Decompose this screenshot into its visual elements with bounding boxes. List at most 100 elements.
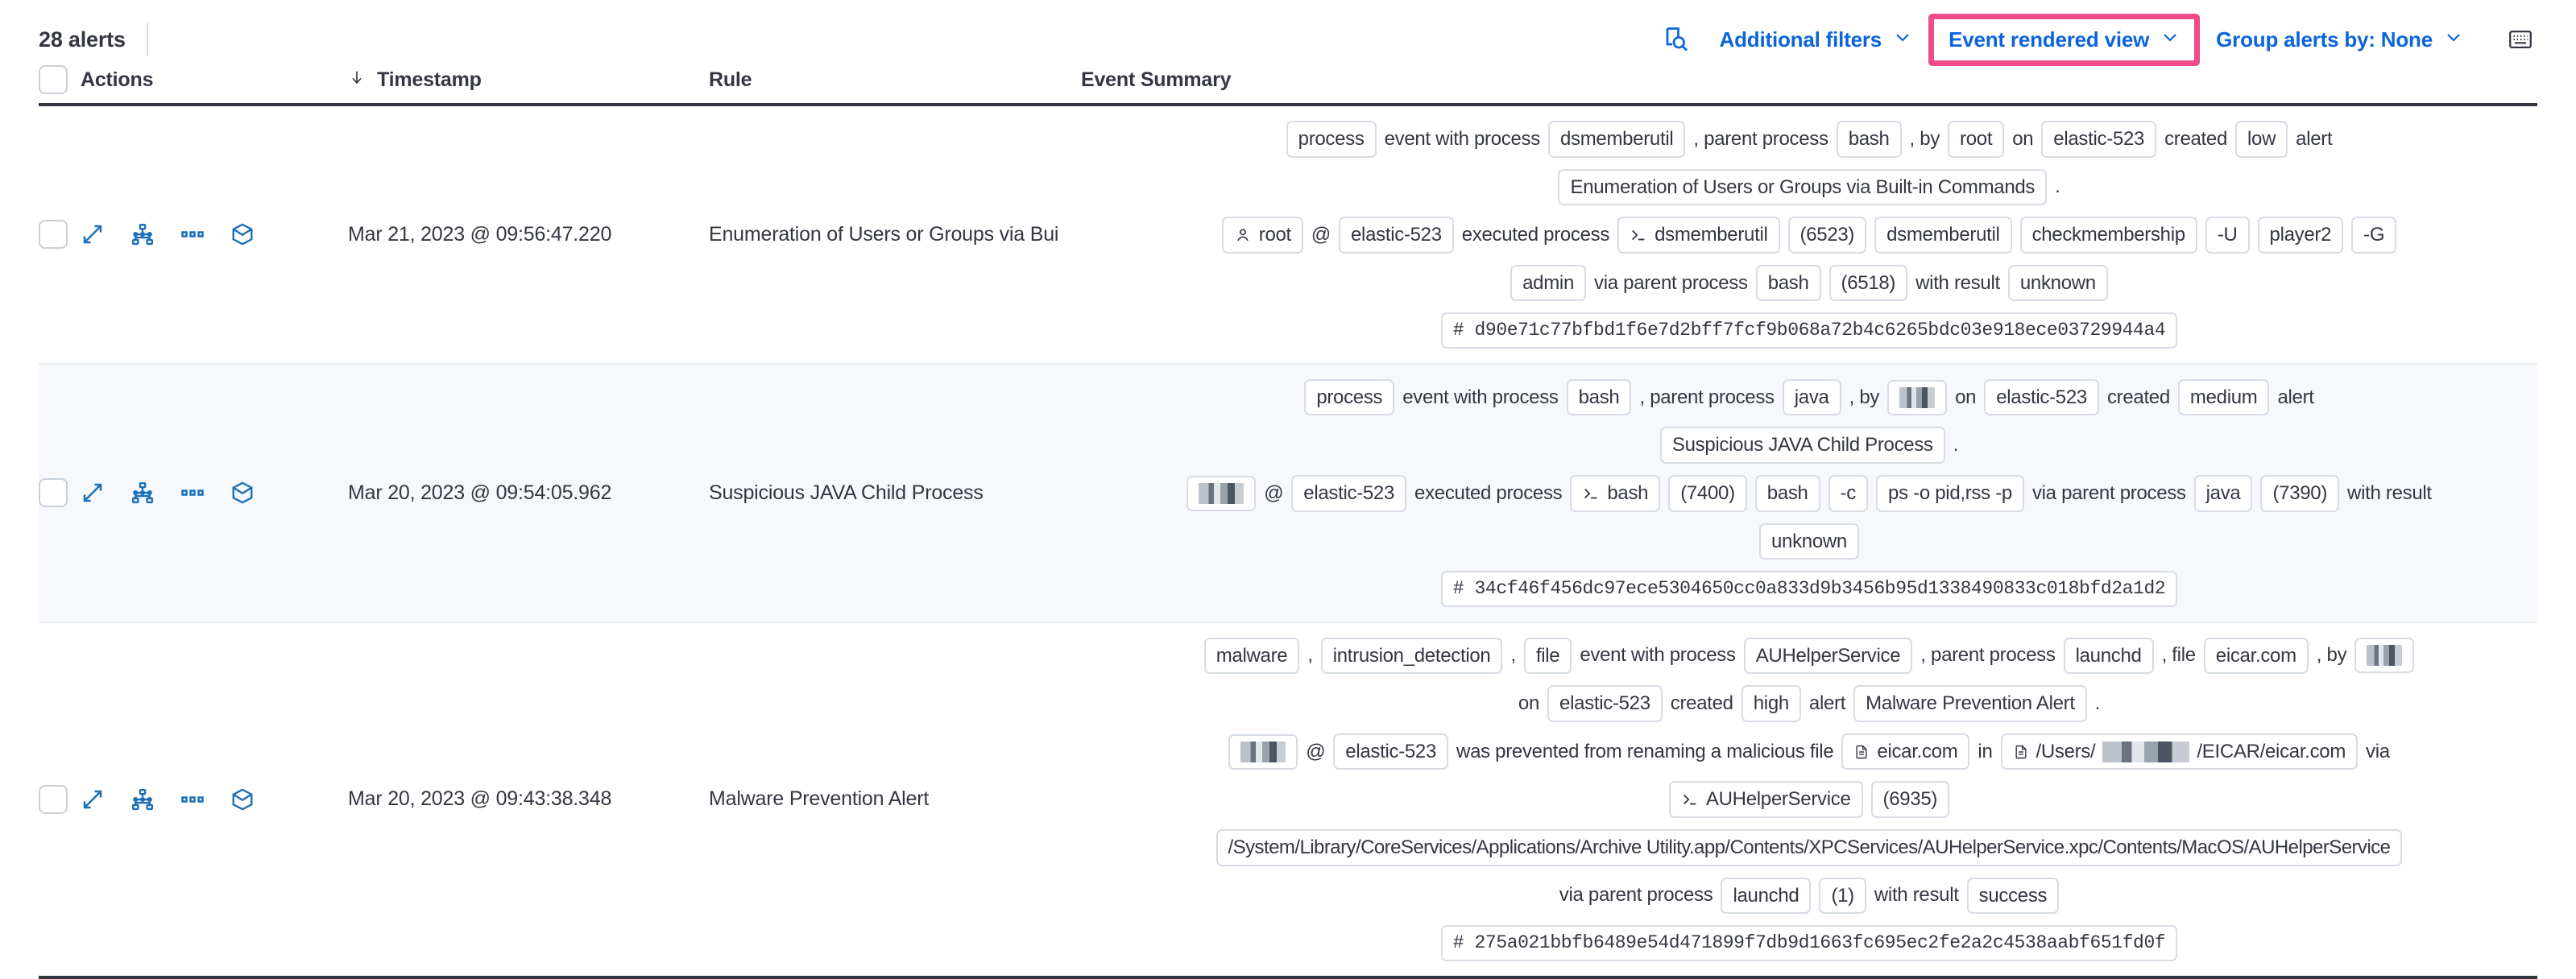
row-checkbox[interactable] (39, 478, 68, 508)
event-field-chip[interactable]: ps -o pid,rss -p (1876, 475, 2024, 512)
event-field-chip[interactable]: unknown (1759, 523, 1859, 560)
event-field-chip[interactable]: /System/Library/CoreServices/Application… (1216, 829, 2403, 866)
event-field-chip[interactable]: dsmemberutil (1617, 217, 1780, 254)
summary-text: was prevented from renaming a malicious … (1456, 740, 1834, 762)
event-field-chip[interactable]: elastic-523 (1339, 217, 1454, 254)
event-field-chip[interactable]: (7390) (2260, 475, 2340, 512)
event-field-chip[interactable]: launchd (1721, 877, 1812, 915)
event-field-chip[interactable]: launchd (2063, 637, 2154, 675)
session-view-icon[interactable] (230, 222, 255, 246)
event-field-chip[interactable]: Suspicious JAVA Child Process (1659, 427, 1945, 464)
event-hash-chip[interactable]: # d90e71c77bfbd1f6e7d2bff7fcf9b068a72b4c… (1440, 312, 2178, 349)
event-field-chip[interactable]: AUHelperService (1668, 781, 1863, 818)
event-field-chip[interactable]: dsmemberutil (1874, 217, 2012, 254)
event-field-chip[interactable]: elastic-523 (1984, 378, 2099, 416)
event-field-chip[interactable]: (1) (1819, 877, 1866, 915)
event-field-chip[interactable]: file (1523, 637, 1572, 675)
event-rendered-view-button[interactable]: Event rendered view (1940, 27, 2188, 52)
row-rule-name[interactable]: Enumeration of Users or Groups via Bui (709, 223, 1059, 246)
analyze-event-icon[interactable] (130, 481, 155, 505)
event-field-chip[interactable]: (7400) (1668, 475, 1747, 512)
event-field-chip[interactable]: root (1221, 217, 1303, 254)
event-field-chip[interactable]: elastic-523 (1547, 685, 1663, 722)
column-header-timestamp[interactable]: Timestamp (348, 68, 709, 92)
summary-line: /System/Library/CoreServices/Application… (1216, 829, 2403, 866)
event-field-chip[interactable]: eicar.com (2203, 637, 2309, 675)
event-field-chip[interactable]: success (1966, 877, 2060, 915)
event-field-chip[interactable]: Malware Prevention Alert (1853, 685, 2087, 722)
event-field-chip[interactable]: admin (1510, 264, 1586, 302)
event-field-chip[interactable]: bash (1836, 121, 1902, 158)
session-view-icon[interactable] (230, 787, 255, 812)
event-field-chip[interactable]: high (1741, 685, 1801, 722)
column-header-event-summary[interactable]: Event Summary (1081, 68, 1232, 91)
event-field-chip[interactable]: elastic-523 (1291, 475, 1407, 512)
event-field-chip[interactable]: player2 (2257, 217, 2344, 254)
event-field-chip[interactable]: checkmembership (2019, 217, 2197, 254)
expand-icon[interactable] (81, 481, 105, 505)
event-field-chip[interactable]: elastic-523 (1333, 733, 1449, 770)
group-alerts-by-button[interactable]: Group alerts by: None (2205, 21, 2475, 59)
event-field-chip[interactable]: malware (1203, 637, 1300, 675)
event-field-chip[interactable] (2354, 638, 2415, 674)
analyze-event-icon[interactable] (130, 222, 155, 246)
column-header-actions[interactable]: Actions (81, 68, 154, 91)
event-field-chip[interactable]: low (2235, 121, 2288, 158)
event-field-chip[interactable] (1228, 733, 1298, 770)
event-field-chip[interactable]: java (2193, 475, 2253, 512)
event-field-chip[interactable]: eicar.com (1841, 733, 1970, 770)
analyze-event-icon[interactable] (130, 787, 155, 812)
expand-icon[interactable] (81, 222, 105, 246)
event-field-chip[interactable]: unknown (2007, 264, 2108, 302)
event-field-chip[interactable] (1887, 379, 1948, 415)
row-checkbox[interactable] (39, 220, 68, 250)
event-field-chip[interactable]: java (1782, 378, 1841, 416)
event-field-chip[interactable]: /Users//EICAR/eicar.com (2000, 733, 2359, 770)
additional-filters-button[interactable]: Additional filters (1708, 21, 1924, 59)
column-header-rule[interactable]: Rule (709, 68, 752, 91)
inspect-search-icon[interactable] (1659, 21, 1696, 58)
event-field-chip[interactable]: -U (2205, 217, 2250, 254)
event-field-chip[interactable]: bash (1754, 475, 1820, 512)
event-field-chip[interactable]: dsmemberutil (1547, 121, 1686, 158)
event-rendered-view-label: Event rendered view (1949, 27, 2150, 52)
event-field-chip[interactable]: root (1948, 121, 2005, 158)
event-hash-chip[interactable]: # 275a021bbfb6489e54d471899f7db9d1663fc6… (1440, 925, 2178, 961)
event-field-chip[interactable]: (6935) (1870, 781, 1950, 818)
event-field-chip[interactable]: AUHelperService (1743, 637, 1913, 675)
event-field-chip[interactable]: process (1304, 378, 1395, 416)
row-rule-name[interactable]: Malware Prevention Alert (709, 787, 930, 811)
event-field-chip[interactable]: intrusion_detection (1320, 637, 1503, 675)
summary-text: , (1307, 644, 1313, 667)
event-field-chip[interactable]: elastic-523 (2041, 121, 2157, 158)
event-field-chip[interactable]: -G (2351, 217, 2397, 254)
event-field-chip[interactable]: process (1286, 121, 1377, 158)
session-view-icon[interactable] (230, 481, 255, 505)
row-rule-name[interactable]: Suspicious JAVA Child Process (709, 481, 984, 504)
row-checkbox[interactable] (39, 784, 68, 814)
expand-icon[interactable] (81, 787, 105, 812)
more-actions-icon[interactable] (180, 222, 205, 246)
event-field-chip[interactable]: bash (1566, 378, 1632, 416)
event-field-chip[interactable] (1187, 475, 1257, 511)
event-field-chip[interactable]: bash (1755, 264, 1821, 302)
event-field-chip[interactable]: medium (2177, 378, 2270, 416)
keyboard-shortcut-icon[interactable] (2504, 23, 2537, 56)
event-field-chip[interactable]: -c (1828, 475, 1869, 512)
event-field-chip[interactable]: (6523) (1787, 217, 1867, 254)
more-actions-icon[interactable] (180, 481, 205, 505)
select-all-checkbox[interactable] (39, 65, 68, 94)
summary-line: Enumeration of Users or Groups via Built… (1558, 168, 2060, 206)
event-field-chip[interactable]: (6518) (1828, 264, 1908, 302)
event-hash-chip[interactable]: # 34cf46f456dc97ece5304650cc0a833d9b3456… (1440, 571, 2178, 607)
event-field-chip[interactable]: Enumeration of Users or Groups via Built… (1558, 168, 2048, 206)
more-actions-icon[interactable] (180, 787, 205, 812)
event-field-chip[interactable]: bash (1570, 475, 1661, 512)
